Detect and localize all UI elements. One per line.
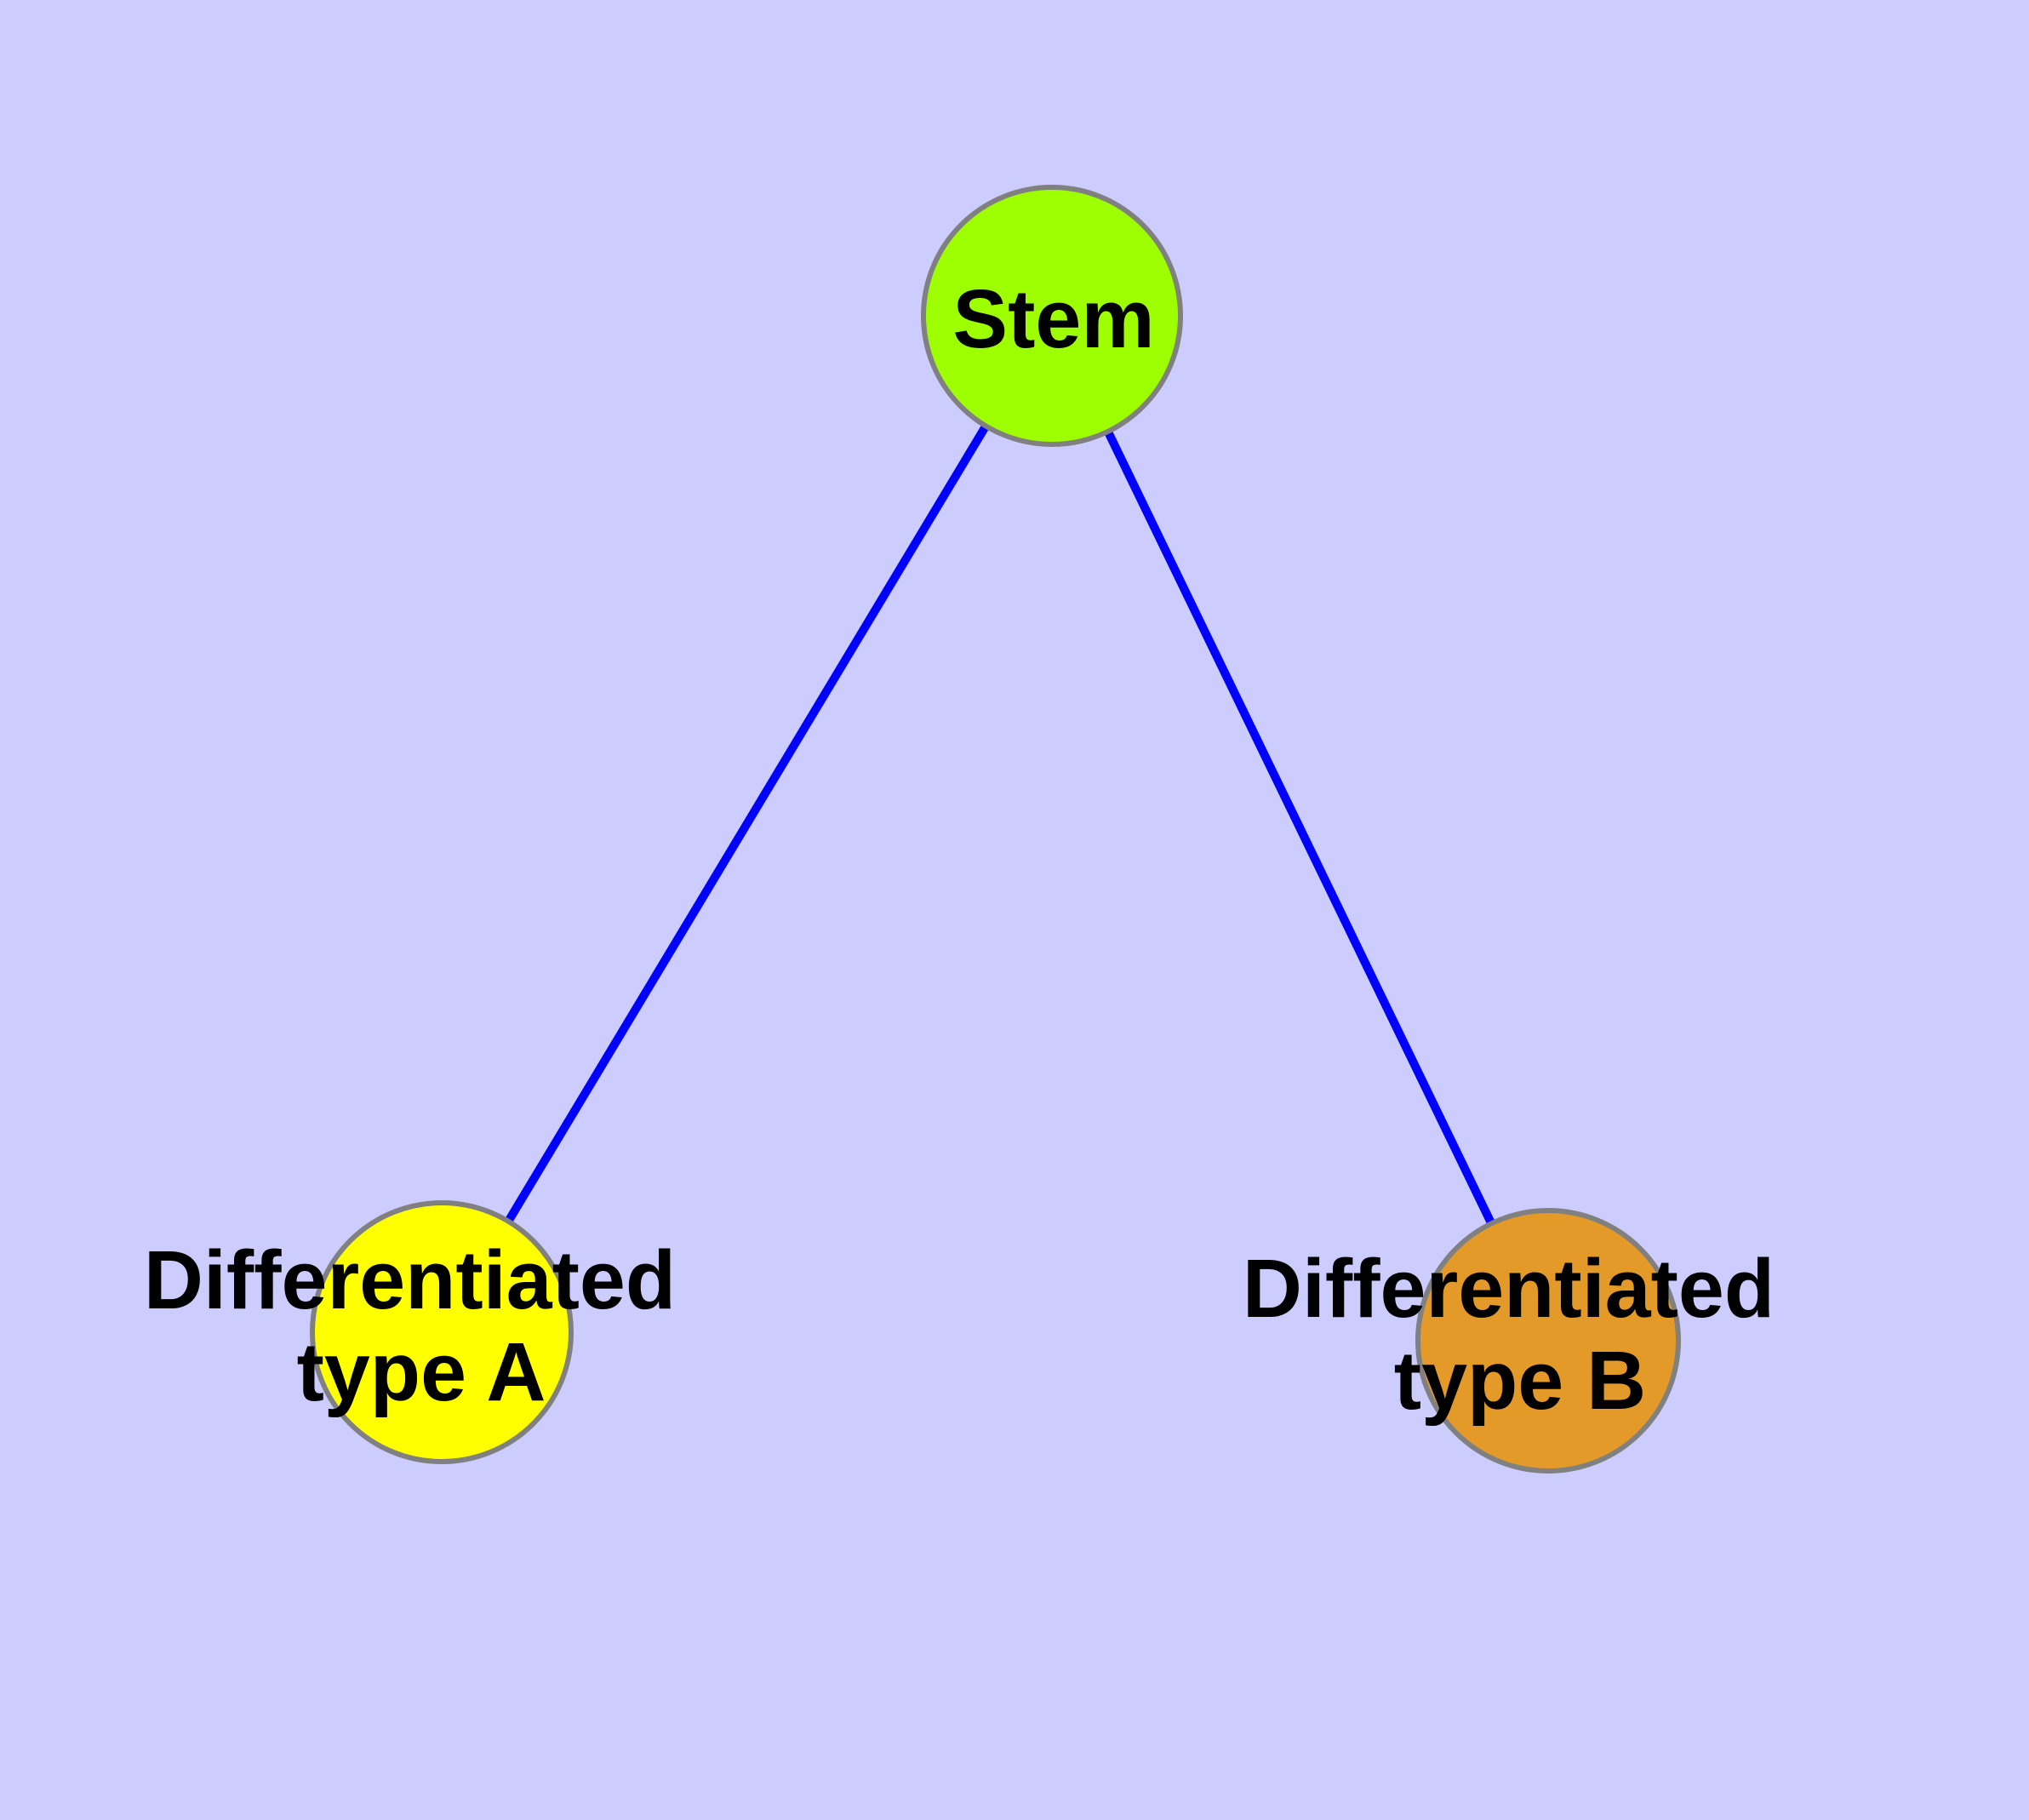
node-stem[interactable]: [921, 185, 1183, 447]
edge-stem-to-differentiated-type-b[interactable]: [1048, 313, 1552, 1343]
node-label-stem: Stem: [952, 272, 1154, 365]
node-label-differentiated-type-a-line-2: type A: [297, 1325, 546, 1418]
label-layer: Stem Differentiated type A Differentiate…: [144, 272, 1798, 1427]
node-label-differentiated-type-b-line-2: type B: [1394, 1334, 1646, 1427]
node-layer: [310, 185, 1681, 1474]
node-label-differentiated-type-b-line-1: Differentiated: [1243, 1242, 1775, 1335]
node-label-differentiated-type-a: Differentiated type A: [144, 1233, 699, 1418]
node-differentiated-type-b[interactable]: [1415, 1208, 1681, 1474]
node-label-stem-line-1: Stem: [952, 272, 1154, 365]
edge-stem-to-differentiated-type-a[interactable]: [437, 313, 1056, 1335]
node-differentiated-type-a[interactable]: [310, 1200, 574, 1464]
node-label-differentiated-type-a-line-1: Differentiated: [144, 1233, 676, 1326]
node-label-differentiated-type-b: Differentiated type B: [1243, 1242, 1798, 1427]
edge-layer: [437, 313, 1552, 1343]
